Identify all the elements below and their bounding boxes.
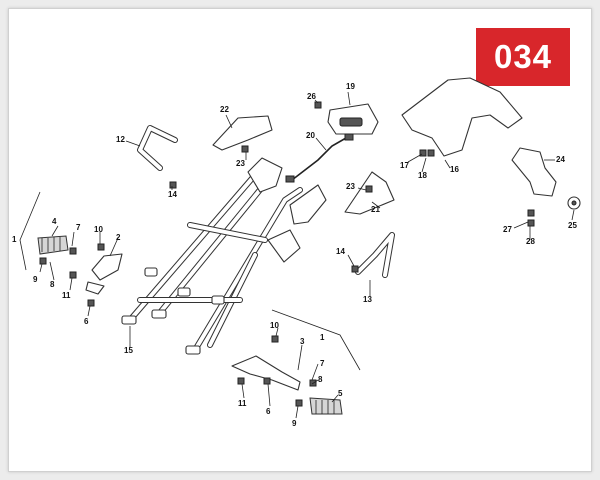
cover-panel (212, 115, 273, 151)
callout-28: 28 (526, 237, 535, 246)
callout-15: 15 (124, 346, 133, 355)
callout-2: 2 (116, 233, 121, 242)
plate-bracket (511, 147, 581, 210)
callout-6a: 6 (84, 317, 89, 326)
callout-5: 5 (338, 389, 343, 398)
callout-3: 3 (300, 337, 305, 346)
callout-24: 24 (556, 155, 565, 164)
callout-27: 27 (503, 225, 512, 234)
side-cover (344, 171, 395, 215)
callout-labels: 19 26 22 23 12 14 20 21 23 16 17 18 24 2… (12, 82, 577, 428)
callout-1a: 1 (12, 235, 17, 244)
callout-1b: 1 (320, 333, 325, 342)
callout-20: 20 (306, 131, 315, 140)
leader-lines (39, 91, 575, 419)
callout-22: 22 (220, 105, 229, 114)
callout-9a: 9 (33, 275, 38, 284)
wiring-harness (285, 133, 354, 183)
callout-10b: 10 (270, 321, 279, 330)
group-bracket-left (19, 191, 41, 271)
grab-handle-right (355, 232, 395, 278)
callout-7a: 7 (76, 223, 81, 232)
callout-26: 26 (307, 92, 316, 101)
callout-18: 18 (418, 171, 427, 180)
callout-25: 25 (568, 221, 577, 230)
callout-8b: 8 (318, 375, 323, 384)
callout-21: 21 (371, 205, 380, 214)
callout-23a: 23 (236, 159, 245, 168)
callout-13: 13 (363, 295, 372, 304)
callout-10a: 10 (94, 225, 103, 234)
group-bracket-right (271, 309, 361, 371)
hardware-fasteners (39, 101, 535, 407)
callout-11a: 11 (62, 291, 71, 300)
callout-7b: 7 (320, 359, 325, 368)
callout-14a: 14 (168, 190, 177, 199)
page-number-badge: 034 (476, 28, 570, 86)
callout-14b: 14 (336, 247, 345, 256)
callout-23b: 23 (346, 182, 355, 191)
rear-subframe (121, 157, 327, 355)
callout-8a: 8 (50, 280, 55, 289)
callout-19: 19 (346, 82, 355, 91)
footpeg-right-assembly (231, 355, 343, 415)
callout-4: 4 (52, 217, 57, 226)
callout-12: 12 (116, 135, 125, 144)
callout-16: 16 (450, 165, 459, 174)
callout-11b: 11 (238, 399, 247, 408)
tail-light (327, 103, 379, 135)
callout-9b: 9 (292, 419, 297, 428)
callout-17: 17 (400, 161, 409, 170)
rear-bracket (401, 77, 523, 157)
callout-6b: 6 (266, 407, 271, 416)
footpeg-left-assembly (37, 235, 123, 295)
grab-handle-left (137, 125, 178, 171)
